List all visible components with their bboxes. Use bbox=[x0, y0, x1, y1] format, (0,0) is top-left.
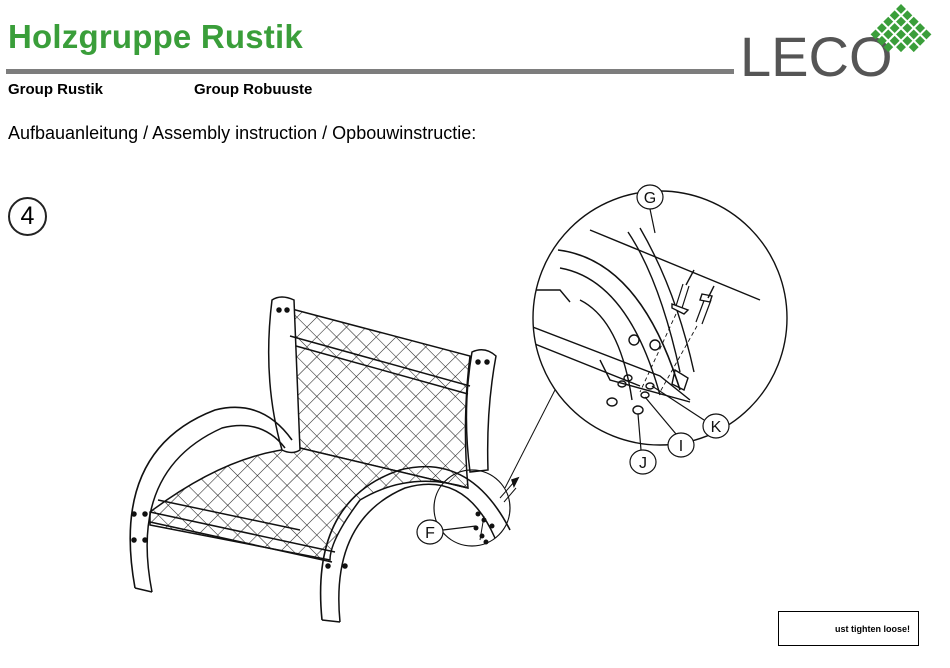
callout-j-label: J bbox=[639, 455, 647, 472]
callout-f-label: F bbox=[425, 525, 435, 542]
chair-illustration bbox=[130, 297, 556, 622]
callout-k-label: K bbox=[711, 419, 722, 436]
tightening-note: ust tighten loose! bbox=[778, 611, 919, 646]
callout-g-label: G bbox=[644, 190, 656, 207]
callout-i-label: I bbox=[679, 438, 683, 455]
zoom-detail bbox=[530, 191, 787, 445]
